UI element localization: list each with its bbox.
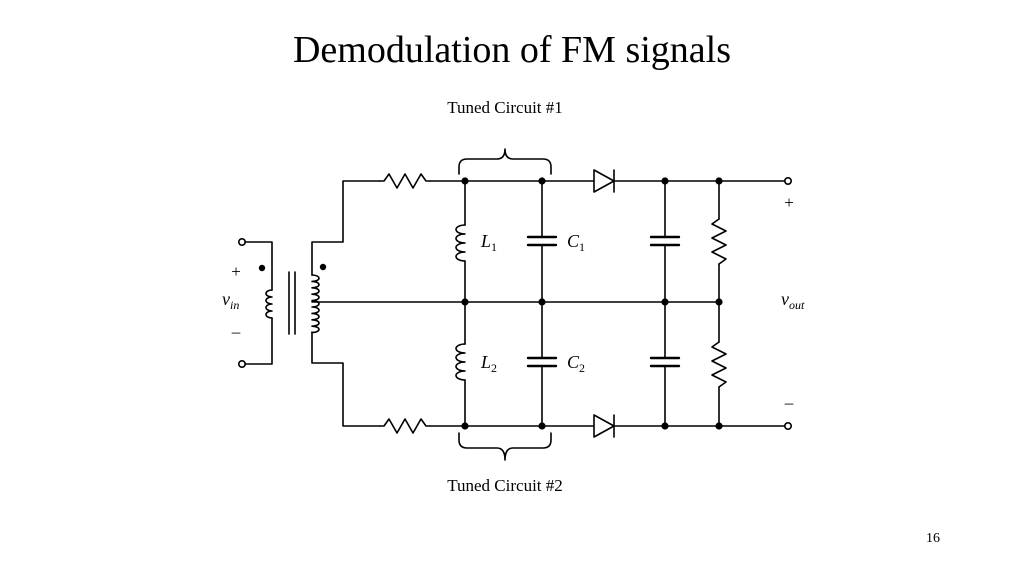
junction-dot (461, 177, 469, 185)
junction-dot (715, 298, 723, 306)
l1-subscript: 1 (491, 240, 497, 254)
resistor-top (379, 173, 431, 189)
output-terminal-bottom (783, 421, 792, 430)
primary-polarity-dot (258, 264, 266, 272)
output-capacitor-top (649, 235, 681, 247)
svg-text:vin: vin (222, 289, 239, 312)
junction-dot (661, 422, 669, 430)
output-capacitor-bottom (649, 356, 681, 368)
svg-text:C1: C1 (567, 231, 585, 254)
diode-bottom (593, 414, 615, 438)
input-terminals (238, 238, 273, 368)
inductor-l2 (455, 343, 466, 381)
brace-tuned-circuit-1 (458, 148, 552, 175)
output-resistor-top (711, 218, 727, 265)
vout-symbol: v (781, 289, 789, 309)
junction-dot (461, 298, 469, 306)
svg-text:L2: L2 (480, 352, 497, 375)
output-minus-label: – (784, 393, 794, 412)
diode-top (593, 169, 615, 193)
junction-dot (661, 177, 669, 185)
output-resistor-bottom (711, 341, 727, 388)
page-title: Demodulation of FM signals (292, 29, 732, 71)
input-plus-label: + (231, 262, 241, 281)
c2-subscript: 2 (579, 361, 585, 375)
primary-winding (265, 289, 273, 319)
input-minus-label: – (231, 322, 241, 341)
svg-text:C2: C2 (567, 352, 585, 375)
c2-letter: C (567, 352, 580, 372)
junction-dot (538, 177, 546, 185)
c1-subscript: 1 (579, 240, 585, 254)
capacitor-c1 (526, 235, 558, 247)
c1-letter: C (567, 231, 580, 251)
tuned-circuit-2-label: Tuned Circuit #2 (447, 476, 563, 495)
junction-dot (538, 422, 546, 430)
output-plus-label: + (784, 193, 794, 212)
inductor-l1 (455, 224, 466, 262)
page-number: 16 (926, 531, 940, 546)
l2-subscript: 2 (491, 361, 497, 375)
junction-dot (715, 422, 723, 430)
junction-dot (715, 177, 723, 185)
vin-subscript: in (230, 298, 239, 312)
svg-text:L1: L1 (480, 231, 497, 254)
l1-letter: L (480, 231, 491, 251)
l2-letter: L (480, 352, 491, 372)
resistor-bottom (379, 418, 431, 434)
output-terminal-top (783, 177, 792, 186)
junction-dot (661, 298, 669, 306)
secondary-winding (311, 274, 320, 334)
brace-tuned-circuit-2 (458, 432, 552, 461)
secondary-polarity-dot (319, 263, 327, 271)
junction-dot (538, 298, 546, 306)
svg-text:vout: vout (781, 289, 805, 312)
capacitor-c2 (526, 356, 558, 368)
vout-subscript: out (789, 298, 805, 312)
vin-symbol: v (222, 289, 230, 309)
junction-dot (461, 422, 469, 430)
tuned-circuit-1-label: Tuned Circuit #1 (447, 98, 563, 117)
